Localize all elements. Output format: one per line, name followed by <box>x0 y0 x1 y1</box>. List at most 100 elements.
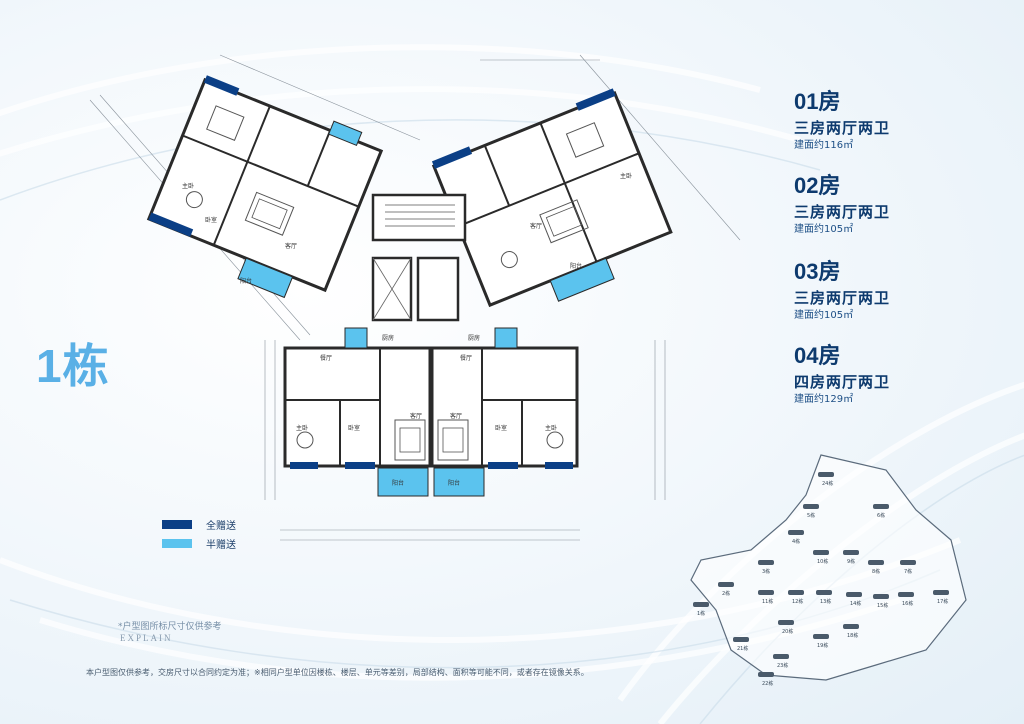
site-building-mark <box>843 624 859 629</box>
site-building-label: 7栋 <box>904 568 912 575</box>
room-master-03: 主卧 <box>545 424 557 432</box>
site-map: 24栋 5栋 6栋 4栋 3栋 10栋 9栋 8栋 7栋 2栋 11栋 12栋 13栋 14栋 15栋 16栋… <box>690 454 967 687</box>
site-building-label: 22栋 <box>762 680 773 687</box>
room-master-02: 主卧 <box>296 424 308 432</box>
unit-type: 三房两厅两卫 <box>794 119 891 137</box>
site-building-mark <box>733 637 749 642</box>
disclaimer: 本户型图仅供参考，交房尺寸以合同约定为准；※相同户型单位因楼栋、楼层、单元等差别… <box>86 668 589 677</box>
room-bedroom-03: 卧室 <box>495 424 507 432</box>
room-bedroom-01: 卧室 <box>205 216 217 224</box>
room-balcony-01: 阳台 <box>240 277 252 285</box>
site-boundary <box>690 454 967 681</box>
legend-label: 半赠送 <box>206 540 236 551</box>
room-dining-03: 餐厅 <box>460 354 472 362</box>
unit-02-plan <box>283 327 432 497</box>
site-building-mark <box>758 672 774 677</box>
site-building-mark <box>846 592 862 597</box>
site-building-label: 17栋 <box>937 598 948 605</box>
site-building-label: 5栋 <box>807 512 815 519</box>
unit-type: 四房两厅两卫 <box>794 373 891 391</box>
unit-03-plan <box>430 327 579 497</box>
legend-swatch-light <box>162 539 192 548</box>
unit-code: 01房 <box>794 89 841 114</box>
site-building-mark <box>898 592 914 597</box>
room-dining-02: 餐厅 <box>320 354 332 362</box>
unit-code: 03房 <box>794 259 841 284</box>
site-building-mark <box>818 472 834 477</box>
unit-info-04: 04房 四房两厅两卫 建面约129㎡ <box>794 344 994 408</box>
site-building-label: 20栋 <box>782 628 793 635</box>
site-building-mark <box>693 602 709 607</box>
unit-area: 建面约116㎡ <box>794 140 854 151</box>
site-building-label: 24栋 <box>822 480 833 487</box>
site-building-mark <box>758 590 774 595</box>
unit-type: 三房两厅两卫 <box>794 203 891 221</box>
site-building-mark <box>873 504 889 509</box>
site-building-mark <box>868 560 884 565</box>
room-living-01: 客厅 <box>285 242 297 250</box>
site-building-mark <box>813 634 829 639</box>
site-building-label: 9栋 <box>847 558 855 565</box>
room-master-04: 主卧 <box>620 172 632 180</box>
site-building-label: 13栋 <box>820 598 831 605</box>
site-building-label: 4栋 <box>792 538 800 545</box>
site-building-mark <box>900 560 916 565</box>
room-balcony-04: 阳台 <box>570 262 582 270</box>
unit-area: 建面约105㎡ <box>794 224 854 235</box>
site-building-label: 6栋 <box>877 512 885 519</box>
site-building-mark <box>843 550 859 555</box>
room-balcony-03: 阳台 <box>448 479 460 487</box>
legend-full-gift: 全赠送 <box>162 517 236 532</box>
unit-01-plan <box>146 75 384 299</box>
unit-code: 04房 <box>794 343 841 368</box>
site-building-label: 23栋 <box>777 662 788 669</box>
legend-label: 全赠送 <box>206 521 236 532</box>
site-building-label: 16栋 <box>902 600 913 607</box>
dimension-note: *户型图所标尺寸仅供参考 <box>118 622 222 632</box>
site-building-mark <box>933 590 949 595</box>
site-building-label: 12栋 <box>792 598 803 605</box>
legend-half-gift: 半赠送 <box>162 536 236 551</box>
site-building-label: 8栋 <box>872 568 880 575</box>
site-building-label: 3栋 <box>762 568 770 575</box>
unit-type: 三房两厅两卫 <box>794 289 891 307</box>
site-building-mark <box>813 550 829 555</box>
room-living-02: 客厅 <box>410 412 422 420</box>
unit-04-plan <box>431 88 673 308</box>
site-building-mark <box>788 530 804 535</box>
site-building-mark <box>803 504 819 509</box>
site-building-label: 15栋 <box>877 602 888 609</box>
site-building-mark <box>718 582 734 587</box>
unit-area: 建面约105㎡ <box>794 310 854 321</box>
unit-info-02: 02房 三房两厅两卫 建面约105㎡ <box>794 174 994 238</box>
site-building-label: 18栋 <box>847 632 858 639</box>
site-building-mark <box>816 590 832 595</box>
room-kitchen-02: 厨房 <box>382 334 394 342</box>
unit-code: 02房 <box>794 173 841 198</box>
room-bedroom-02: 卧室 <box>348 424 360 432</box>
room-master-01: 主卧 <box>182 182 194 190</box>
site-building-label: 19栋 <box>817 642 828 649</box>
room-living-04: 客厅 <box>530 222 542 230</box>
unit-area: 建面约129㎡ <box>794 394 854 405</box>
site-building-label: 1栋 <box>697 610 705 617</box>
site-building-label: 2栋 <box>722 590 730 597</box>
unit-info-01: 01房 三房两厅两卫 建面约116㎡ <box>794 90 994 154</box>
unit-info-03: 03房 三房两厅两卫 建面约105㎡ <box>794 260 994 324</box>
room-kitchen-03: 厨房 <box>468 334 480 342</box>
core <box>371 193 467 322</box>
legend-swatch-dark <box>162 520 192 529</box>
site-building-mark <box>758 560 774 565</box>
site-building-mark <box>778 620 794 625</box>
site-building-mark <box>788 590 804 595</box>
site-building-mark <box>873 594 889 599</box>
room-balcony-02: 阳台 <box>392 479 404 487</box>
site-building-label: 14栋 <box>850 600 861 607</box>
site-building-label: 11栋 <box>762 598 773 605</box>
building-label: 1栋 <box>36 340 110 392</box>
site-building-label: 10栋 <box>817 558 828 565</box>
site-building-label: 21栋 <box>737 645 748 652</box>
room-living-03: 客厅 <box>450 412 462 420</box>
site-building-mark <box>773 654 789 659</box>
